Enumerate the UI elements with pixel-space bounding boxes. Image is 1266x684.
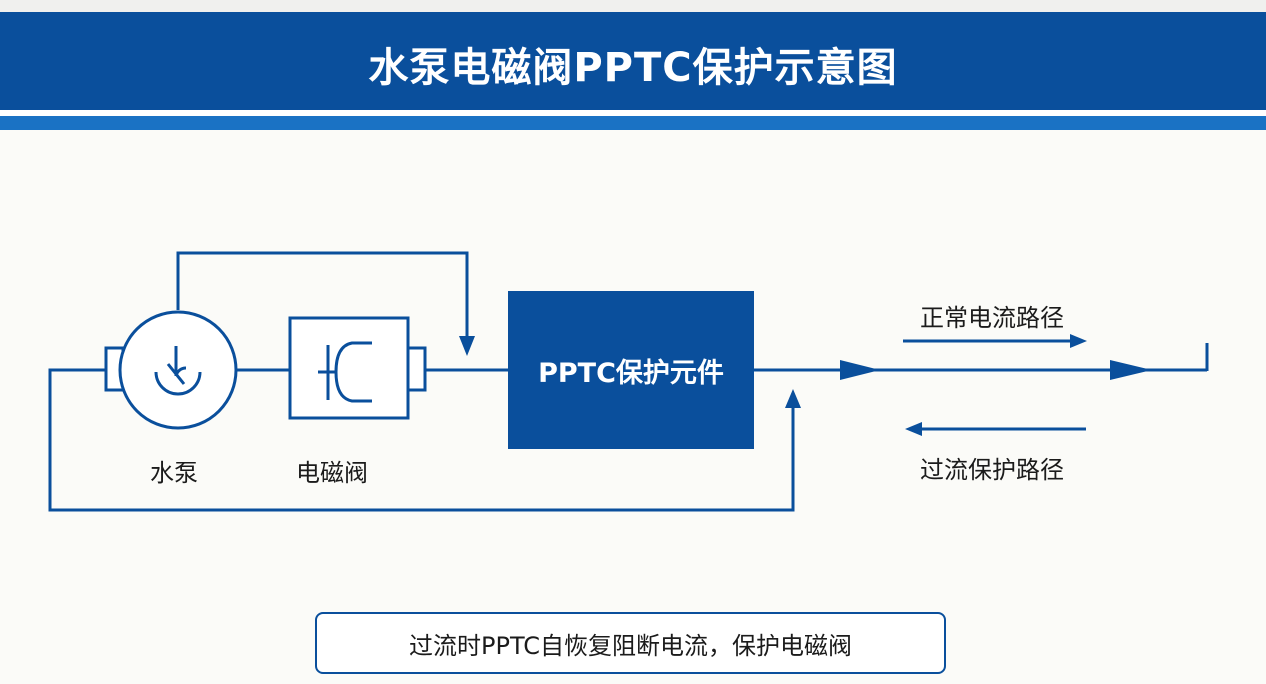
header-gap [0, 110, 1266, 116]
legend-normal-path-label: 正常电流路径 [920, 304, 1064, 332]
valve-body [288, 316, 410, 420]
header-band: 水泵电磁阀PPTC保护示意图 [0, 12, 1266, 110]
pptc-block [508, 291, 754, 449]
return-arrow-icon [785, 389, 801, 408]
header-stripe [0, 116, 1266, 130]
pump-impeller-icon [154, 346, 202, 396]
normal-path-arrowhead-icon [1070, 334, 1087, 348]
output-arrow-icon-1 [840, 360, 880, 380]
pump-label: 水泵 [150, 459, 198, 487]
bypass-wire [176, 251, 469, 350]
wire-arrowheads [459, 336, 1152, 408]
pptc-label: PPTC保护元件 [538, 357, 724, 389]
overcurrent-path-arrowhead-icon [905, 422, 922, 436]
legend-overcurrent-path-label: 过流保护路径 [920, 456, 1064, 484]
top-strip [0, 0, 1266, 12]
legend-arrows [903, 334, 1087, 436]
valve-terminal-right [406, 346, 427, 392]
bypass-arrow-icon [459, 336, 475, 356]
solenoid-valve-icon [288, 316, 427, 420]
page-title: 水泵电磁阀PPTC保护示意图 [368, 45, 898, 91]
note-text: 过流时PPTC自恢复阻断电流，保护电磁阀 [409, 631, 852, 660]
motor-pump-icon [104, 310, 238, 430]
note-box: 过流时PPTC自恢复阻断电流，保护电磁阀 [315, 612, 946, 674]
valve-coil-icon [318, 341, 372, 403]
return-wire [48, 368, 795, 512]
valve-label: 电磁阀 [296, 459, 368, 487]
output-arrow-icon-2 [1110, 360, 1152, 380]
